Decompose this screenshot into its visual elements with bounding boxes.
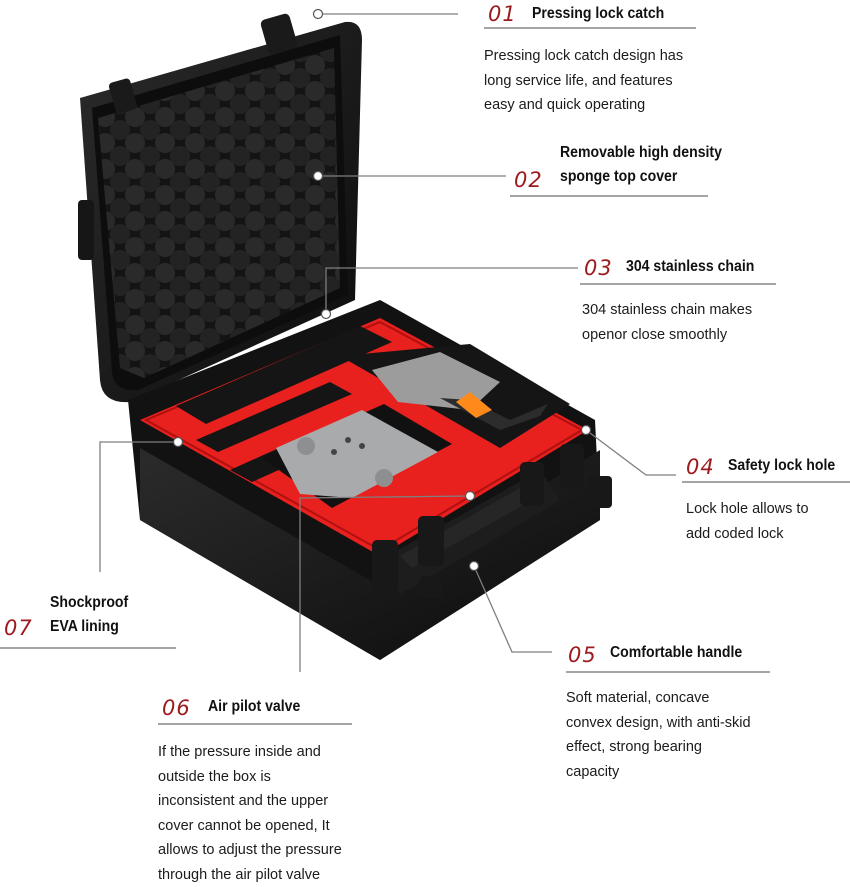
feature-number: 01 bbox=[488, 2, 517, 26]
feature-number: 04 bbox=[686, 455, 715, 479]
case-lid bbox=[78, 13, 362, 403]
feature-number: 02 bbox=[514, 168, 543, 192]
feature-number: 03 bbox=[584, 256, 613, 280]
feature-description: Pressing lock catch design has long serv… bbox=[484, 48, 684, 113]
feature-description: 304 stainless chain makes openor close s… bbox=[582, 302, 753, 343]
feature-title: 304 stainless chain bbox=[626, 258, 755, 275]
feature-description: If the pressure inside and outside the b… bbox=[158, 744, 342, 883]
case-base bbox=[128, 300, 612, 660]
feature-title: Air pilot valve bbox=[208, 698, 301, 715]
feature-number: 05 bbox=[568, 643, 597, 667]
feature-number: 07 bbox=[4, 616, 33, 640]
feature-title: Pressing lock catch bbox=[532, 5, 665, 22]
feature-title-line-1: Removable high density bbox=[560, 144, 722, 161]
feature-description: Soft material, concave convex design, wi… bbox=[566, 690, 751, 780]
feature-description: Lock hole allows to add coded lock bbox=[686, 501, 809, 542]
feature-title: Comfortable handle bbox=[610, 644, 743, 661]
feature-number: 06 bbox=[162, 696, 191, 720]
feature-title: Safety lock hole bbox=[728, 457, 836, 474]
feature-title-line-2: sponge top cover bbox=[560, 168, 678, 185]
leader-lines bbox=[99, 13, 676, 672]
callout-dots bbox=[172, 8, 592, 572]
feature-title-line-2: EVA lining bbox=[50, 618, 119, 635]
feature-title-line-1: Shockproof bbox=[50, 594, 129, 611]
title-underlines bbox=[0, 27, 850, 725]
